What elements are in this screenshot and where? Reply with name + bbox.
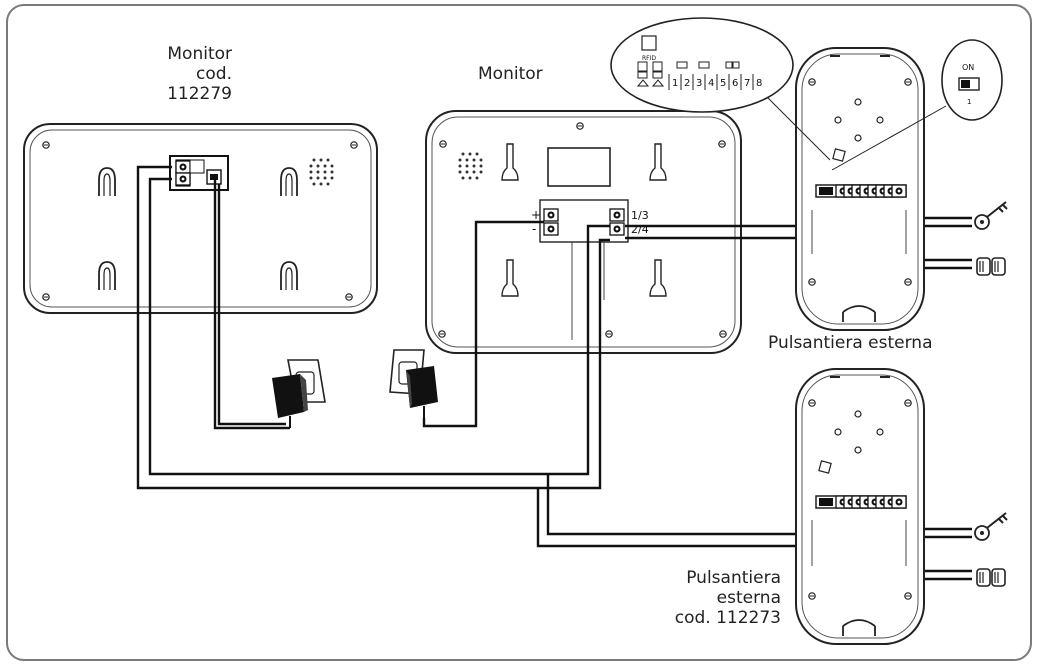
- key-icon: [974, 201, 1008, 230]
- monitor-center-label: Monitor: [478, 64, 543, 84]
- rfid-icon: [641, 35, 657, 51]
- panel-bottom-terminals: [835, 495, 907, 509]
- panel-top-label: Pulsantiera esterna: [768, 333, 933, 353]
- callout-number-1: 1: [672, 78, 678, 89]
- terminal-1-3: 1/3: [631, 209, 649, 222]
- monitor-left-label-line2: cod.: [196, 64, 232, 84]
- callout-number-3: 3: [696, 78, 702, 89]
- power-adapter-icon: [272, 359, 326, 428]
- monitor-left-label-line1: Monitor: [167, 44, 232, 64]
- monitor-left-label: Monitor cod. 112279: [140, 44, 232, 104]
- key-icon: [974, 512, 1008, 541]
- callout-number-5: 5: [720, 78, 726, 89]
- terminal-minus: -: [532, 222, 536, 236]
- callout-number-8: 8: [756, 78, 762, 89]
- terminal-plus: +: [531, 208, 541, 222]
- power-adapter-icon: [389, 349, 438, 418]
- monitor-left: [23, 123, 378, 314]
- callout-number-2: 2: [684, 78, 690, 89]
- door-icon: [976, 257, 1006, 276]
- callout-number-4: 4: [708, 78, 714, 89]
- switch-on-label: ON: [962, 63, 974, 72]
- callout-number-6: 6: [732, 78, 738, 89]
- switch-1-label: 1: [967, 98, 971, 106]
- diagram-frame: [6, 4, 1032, 661]
- rfid-label: RFID: [642, 55, 656, 62]
- dip-switch-callout: ON 1: [831, 39, 1003, 171]
- door-icon: [976, 568, 1006, 587]
- monitor-left-label-line3: 112279: [167, 84, 232, 104]
- panel-bottom-label: Pulsantiera esterna cod. 112273: [640, 568, 781, 628]
- panel-bottom-label-line1: Pulsantiera: [686, 568, 781, 588]
- panel-bottom-label-line3: cod. 112273: [674, 608, 781, 628]
- callout-number-7: 7: [744, 78, 750, 89]
- panel-bottom-label-line2: esterna: [716, 588, 781, 608]
- panel-top-terminals: [835, 184, 907, 198]
- monitor-center: [425, 110, 742, 354]
